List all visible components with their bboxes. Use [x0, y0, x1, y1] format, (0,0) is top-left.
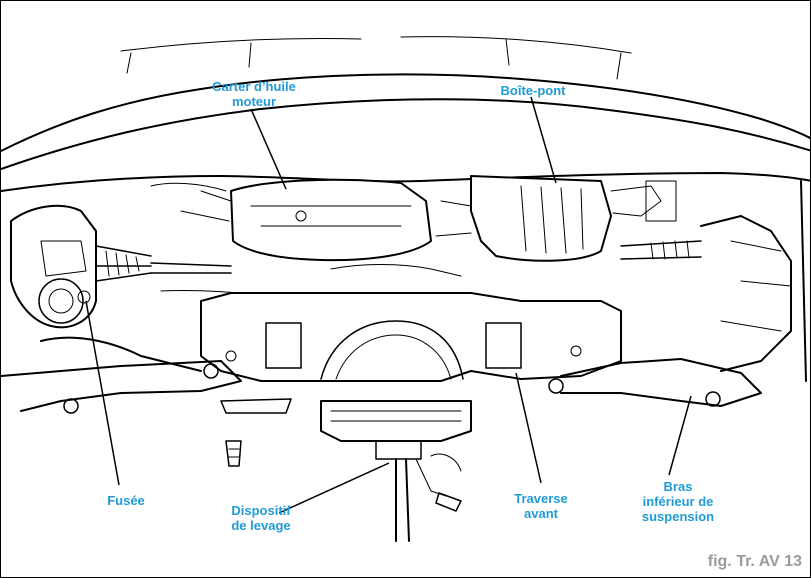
oil-pan [150, 178, 432, 262]
transaxle [435, 175, 677, 262]
lower-suspension-arms [1, 358, 762, 414]
lifting-device [220, 398, 472, 542]
front-crossmember [200, 292, 622, 382]
leader-lines [85, 96, 692, 514]
label-transaxle: Boîte-pont [500, 83, 566, 98]
label-knuckle: Fusée [107, 493, 145, 508]
label-lifting-device: Dispositif de levage [231, 503, 291, 533]
right-driveshaft [620, 180, 807, 382]
figure-caption: fig. Tr. AV 13 [707, 553, 802, 570]
label-lower-suspension-arm: Bras inférieur de suspension [641, 479, 715, 524]
label-oil-pan: Carter d’huile moteur [212, 79, 296, 109]
body-outline [1, 36, 810, 192]
label-front-crossmember: Traverse avant [514, 491, 568, 521]
left-hub-assembly [10, 204, 202, 372]
